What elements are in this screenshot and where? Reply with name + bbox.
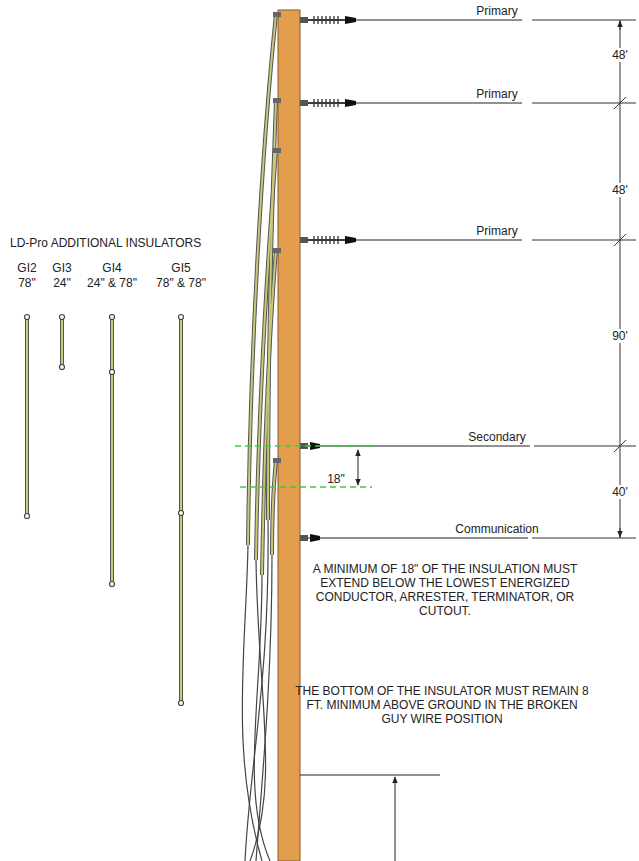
conductor-label: Primary	[452, 4, 542, 18]
dimension-value: 18"	[321, 472, 351, 486]
insulator-name: GI2	[7, 261, 47, 275]
wood-pole	[278, 10, 300, 861]
dimension-value: 48'	[605, 183, 635, 197]
note-text: THE BOTTOM OF THE INSULATOR MUST REMAIN …	[292, 684, 592, 726]
insulation-dimension	[235, 446, 372, 487]
insulator-length: 78"	[7, 276, 47, 290]
group-heading: LD-Pro ADDITIONAL INSULATORS	[10, 236, 240, 250]
conductor-label: Secondary	[452, 430, 542, 444]
insulator-name: GI3	[42, 261, 82, 275]
insulator-length: 24" & 78"	[77, 276, 147, 290]
conductor-label: Primary	[452, 87, 542, 101]
ground-clearance-marker	[300, 775, 440, 861]
dimension-value: 48'	[605, 48, 635, 62]
conductor-hardware	[273, 12, 356, 542]
dimension-value: 90'	[605, 329, 635, 343]
dimension-value: 40'	[605, 485, 635, 499]
insulator-name: GI5	[146, 261, 216, 275]
conductor-label: Communication	[447, 522, 547, 536]
guy-wires	[242, 14, 276, 861]
insulator-name: GI4	[77, 261, 147, 275]
dimension-lines	[532, 20, 636, 538]
insulator-length: 78" & 78"	[146, 276, 216, 290]
insulator-length: 24"	[42, 276, 82, 290]
note-text: A MINIMUM OF 18" OF THE INSULATION MUST …	[290, 562, 600, 618]
loose-insulators	[25, 315, 184, 706]
conductor-label: Primary	[452, 224, 542, 238]
